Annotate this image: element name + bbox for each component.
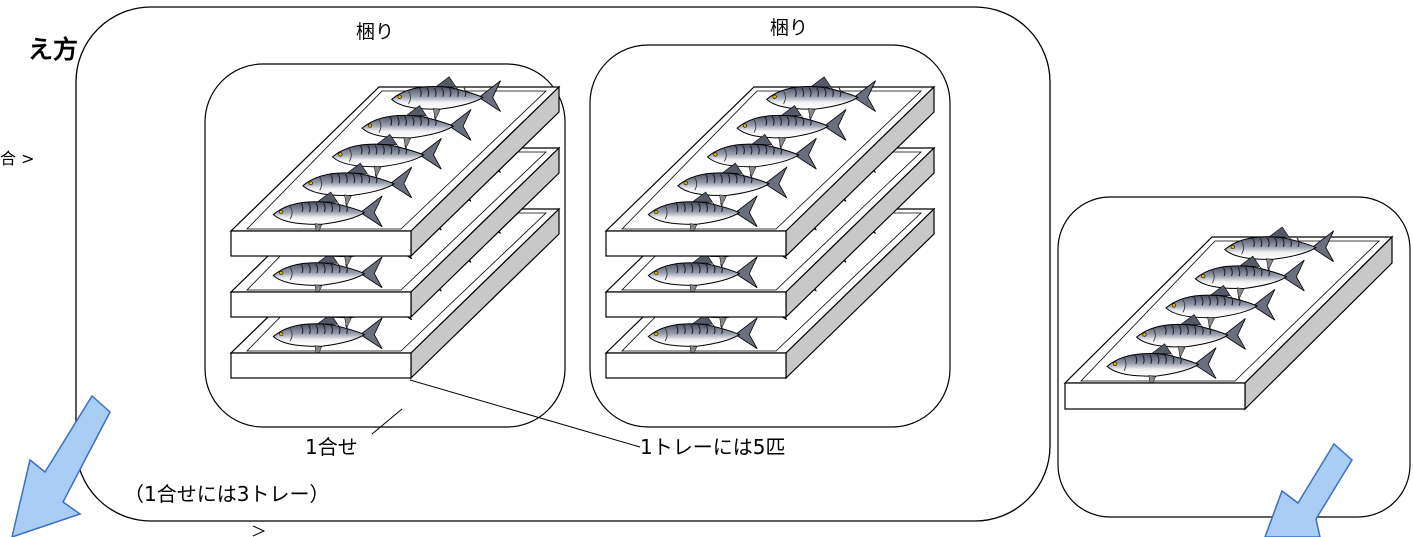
fish-icon	[765, 76, 876, 121]
heading-fragment: え方	[28, 35, 78, 64]
tray-stack-right	[604, 76, 936, 380]
outer-group-frame	[75, 6, 1051, 522]
fish-icon	[1224, 226, 1335, 271]
fish-icon	[331, 133, 442, 179]
bundle-label-left: 梱り	[356, 21, 394, 43]
tray-label: 1トレーには5匹	[640, 435, 785, 459]
fish-icon	[647, 191, 758, 236]
partial-mark	[252, 525, 266, 537]
set-callout-line	[371, 408, 403, 435]
tray	[229, 76, 561, 258]
tray-callout-line	[409, 379, 641, 448]
tray-single	[1063, 226, 1394, 411]
bundle-frame-left	[204, 63, 566, 428]
set-label: 1合せ	[305, 435, 358, 459]
fish-icon	[736, 105, 847, 150]
down-left-arrow-left	[11, 394, 111, 537]
tray	[1063, 226, 1394, 411]
fish-icon	[1135, 314, 1246, 359]
fish-icon	[272, 313, 383, 358]
tray	[604, 76, 936, 258]
single-tray-frame	[1057, 196, 1411, 518]
fish-icon	[1165, 284, 1276, 330]
fish-icon	[272, 252, 383, 297]
side-text: 合 >	[0, 149, 35, 168]
fish-icon	[647, 252, 758, 297]
set-note: （1合せには3トレー）	[124, 482, 329, 506]
bundle-frame-right	[589, 44, 951, 428]
fish-icon	[361, 105, 472, 150]
fish-icon	[647, 313, 758, 358]
fish-icon	[706, 133, 817, 179]
bundle-label-right: 梱り	[770, 17, 808, 39]
fish-icon	[272, 191, 383, 236]
tray-stacks	[229, 76, 1394, 411]
down-left-arrow-right	[1264, 442, 1353, 537]
fish-icon	[677, 162, 788, 208]
tray-stack-left	[229, 76, 561, 380]
fish-icon	[1106, 343, 1217, 388]
fish-icon	[302, 162, 413, 208]
